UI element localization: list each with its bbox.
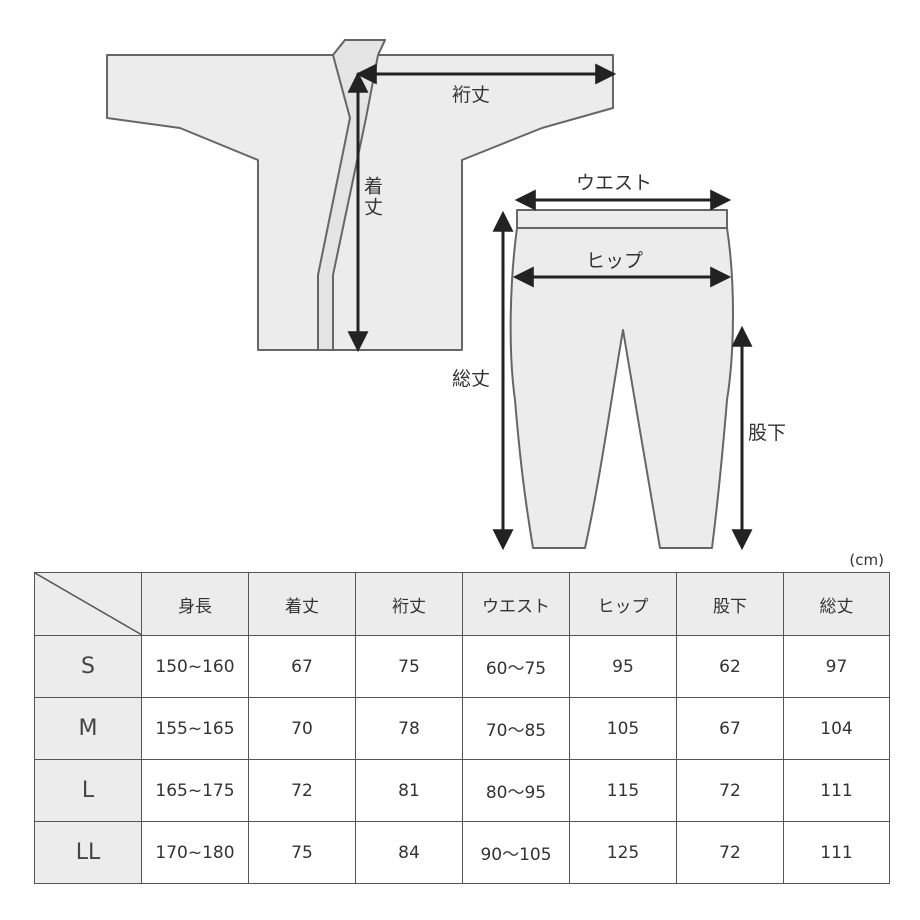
table-header-row: 身長 着丈 裄丈 ウエスト ヒップ 股下 総丈 [34,572,890,636]
table-cell: 84 [355,821,463,884]
table-row: LL 170~180 75 84 90〜105 125 72 111 [34,821,890,884]
table-cell: 72 [248,759,356,822]
table-cell: 70 [248,697,356,760]
unit-label: (cm) [849,551,884,569]
table-row: S 150~160 67 75 60〜75 95 62 97 [34,635,890,698]
table-row: M 155~165 70 78 70〜85 105 67 104 [34,697,890,760]
table-cell: 80〜95 [462,759,570,822]
header-waist: ウエスト [462,572,570,636]
table-cell: 111 [783,759,890,822]
garment-diagram: 裄丈 着丈 ウエスト ヒップ 総丈 股下 [106,39,787,551]
table-cell: 78 [355,697,463,760]
table-cell: 105 [569,697,677,760]
table-cell: 115 [569,759,677,822]
table-cell: 72 [676,821,784,884]
inseam-label: 股下 [748,422,787,444]
table-cell: 81 [355,759,463,822]
table-cell: 150~160 [141,635,249,698]
pants-shape [509,209,734,549]
table-cell: 97 [783,635,890,698]
header-total-length: 総丈 [783,572,890,636]
table-cell: 104 [783,697,890,760]
hip-label: ヒップ [586,250,644,272]
garment-illustration [106,39,753,551]
header-jacket-length: 着丈 [248,572,356,636]
sleeve-length-label: 裄丈 [452,84,491,106]
table-cell: 155~165 [141,697,249,760]
table-row: L 165~175 72 81 80〜95 115 72 111 [34,759,890,822]
table-cell: 70〜85 [462,697,570,760]
header-inseam: 股下 [676,572,784,636]
table-cell: 62 [676,635,784,698]
header-sleeve-length: 裄丈 [355,572,463,636]
table-cell: 67 [676,697,784,760]
corner-cell [34,572,142,636]
header-height: 身長 [141,572,249,636]
table-cell: 60〜75 [462,635,570,698]
header-hip: ヒップ [569,572,677,636]
table-cell: 72 [676,759,784,822]
table-cell: 111 [783,821,890,884]
table-cell: 125 [569,821,677,884]
size-table: 身長 着丈 裄丈 ウエスト ヒップ 股下 総丈 S 150~160 67 75 … [34,572,890,884]
table-cell: 67 [248,635,356,698]
jacket-length-label: 着丈 [361,176,383,218]
table-cell: 95 [569,635,677,698]
size-label: LL [34,821,142,884]
total-length-label: 総丈 [452,368,491,390]
diagonal-line [35,573,142,635]
size-label: L [34,759,142,822]
waist-label: ウエスト [576,172,653,194]
table-cell: 170~180 [141,821,249,884]
table-cell: 165~175 [141,759,249,822]
size-label: M [34,697,142,760]
table-cell: 90〜105 [462,821,570,884]
table-cell: 75 [248,821,356,884]
table-cell: 75 [355,635,463,698]
size-label: S [34,635,142,698]
